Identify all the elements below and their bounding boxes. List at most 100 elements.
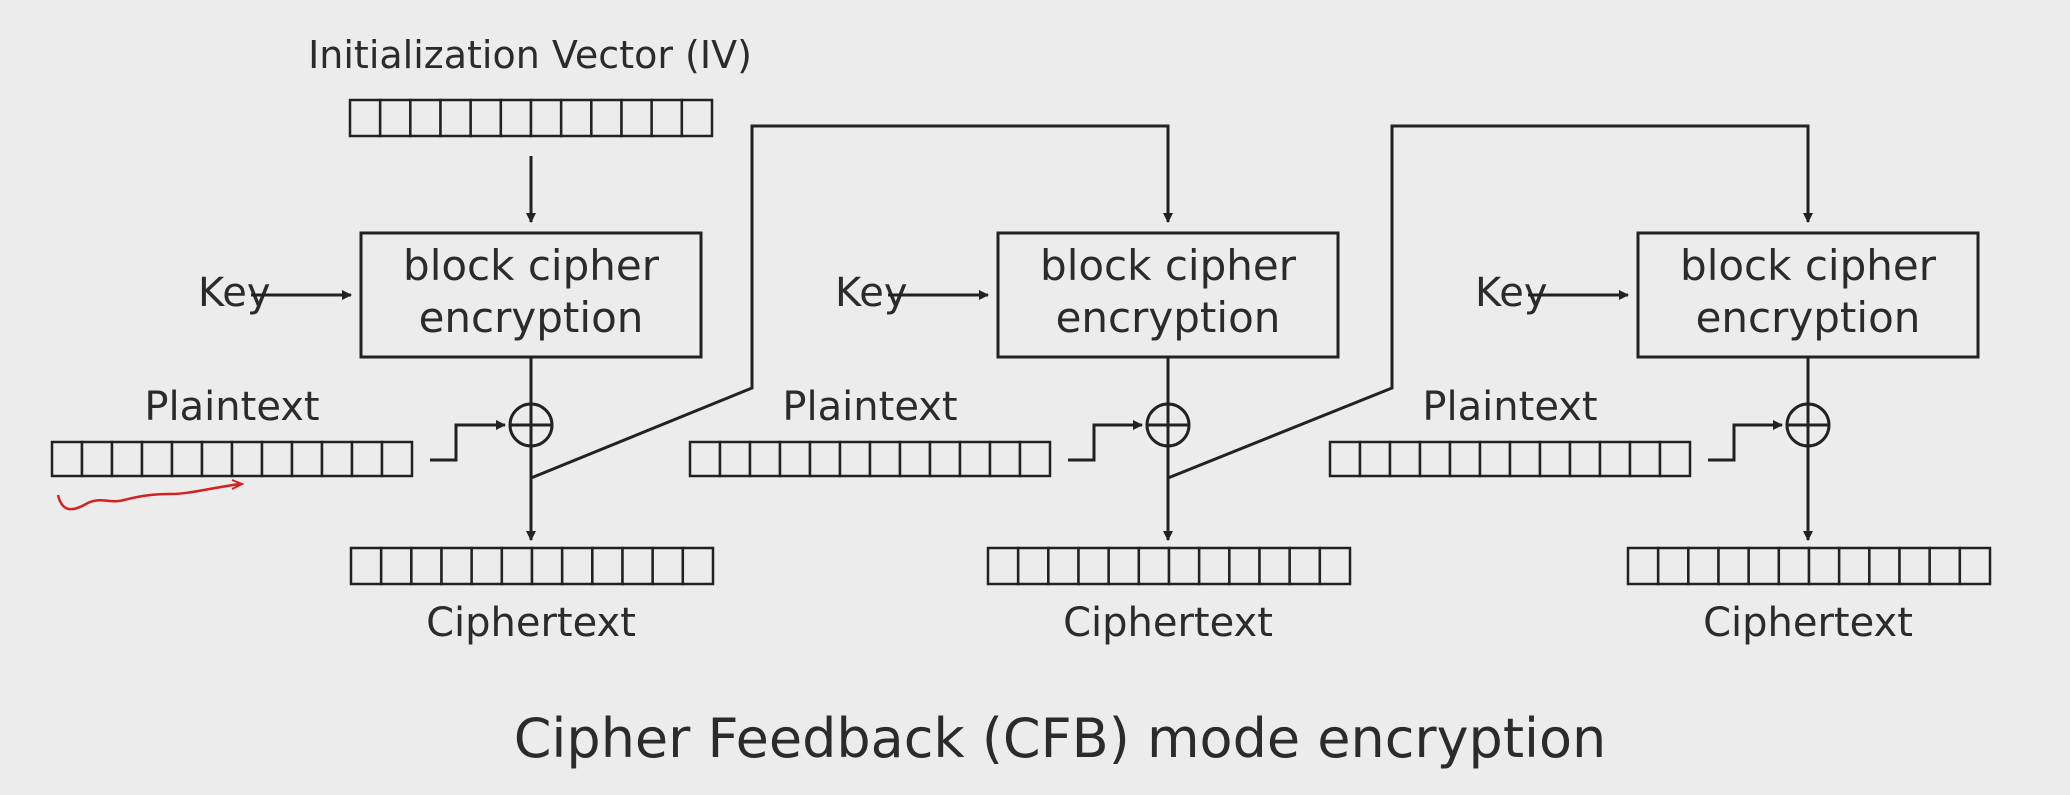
block-cell: [988, 440, 1022, 478]
plaintext-to-xor-arrow: [1708, 420, 1783, 462]
block-cell: [1328, 440, 1362, 478]
block-cell: [560, 546, 594, 586]
block-cell: [620, 98, 653, 138]
block-cell: [1016, 546, 1050, 586]
block-cell: [986, 546, 1020, 586]
block-cell: [778, 440, 812, 478]
block-cell: [380, 440, 414, 478]
block-cell: [170, 440, 204, 478]
block-cell: [348, 98, 382, 138]
block-cell: [1717, 546, 1750, 586]
block-cell: [80, 440, 114, 478]
block-cell: [1628, 440, 1662, 478]
block-cell: [140, 440, 174, 478]
block-cell: [440, 546, 473, 586]
key-label: Key: [835, 270, 908, 316]
block-cell: [1568, 440, 1602, 478]
block-cell: [290, 440, 324, 478]
block-cell: [1077, 546, 1110, 586]
block-cipher-box: [996, 231, 1340, 359]
plaintext-block: [1328, 440, 1692, 478]
block-cell: [958, 440, 992, 478]
block-cell: [50, 440, 84, 478]
block-cell: [651, 546, 685, 586]
block-cell: [1018, 440, 1052, 478]
block-cell: [470, 546, 504, 586]
block-cell: [1658, 440, 1692, 478]
block-cell: [1137, 546, 1171, 586]
ciphertext-label: Ciphertext: [1063, 600, 1273, 646]
block-cell: [1107, 546, 1141, 586]
handwritten-annotation-tick: [231, 479, 245, 490]
block-cell: [808, 440, 842, 478]
block-cell: [1958, 546, 1992, 586]
block-cell: [1538, 440, 1572, 478]
block-cell: [350, 440, 384, 478]
block-cell: [378, 98, 412, 138]
block-cell: [1687, 546, 1720, 586]
block-cipher-box: [1636, 231, 1980, 359]
block-cell: [409, 98, 442, 138]
block-cell: [1197, 546, 1231, 586]
block-cell: [379, 546, 413, 586]
ciphertext-block: [1626, 546, 1992, 586]
stage-2: Key block cipherencryptionPlaintextCipher…: [688, 231, 1352, 646]
block-cell: [1478, 440, 1512, 478]
block-cell: [1388, 440, 1422, 478]
block-cell: [1747, 546, 1781, 586]
key-label: Key: [198, 270, 271, 316]
block-cell: [650, 98, 684, 138]
block-cell: [1777, 546, 1811, 586]
block-cell: [868, 440, 902, 478]
plaintext-label: Plaintext: [144, 384, 319, 430]
block-cell: [559, 98, 593, 138]
xor-circle-plus-icon: [1785, 402, 1831, 448]
block-cell: [681, 546, 715, 586]
block-cell: [1598, 440, 1632, 478]
cipher-label-line2: encryption: [1056, 293, 1281, 342]
diagram-caption: Cipher Feedback (CFB) mode encryption: [514, 707, 1607, 770]
block-cell: [1318, 546, 1352, 586]
block-cell: [529, 98, 563, 138]
xor-circle-plus-icon: [1145, 402, 1191, 448]
feedback-line-2: [1167, 124, 1813, 480]
ciphertext-block: [986, 546, 1352, 586]
block-cell: [688, 440, 722, 478]
block-cell: [1448, 440, 1482, 478]
plaintext-label: Plaintext: [1422, 384, 1597, 430]
block-cell: [1288, 546, 1322, 586]
block-cell: [621, 546, 654, 586]
block-cell: [469, 98, 503, 138]
block-cell: [1928, 546, 1962, 586]
block-cell: [1626, 546, 1660, 586]
block-cell: [439, 98, 472, 138]
cipher-label-line2: encryption: [419, 293, 644, 342]
cipher-label-line1: block cipher: [1040, 241, 1297, 290]
block-cell: [530, 546, 564, 586]
feedback-line-1: [530, 124, 1173, 480]
key-label: Key: [1475, 270, 1548, 316]
cipher-label-line1: block cipher: [403, 241, 660, 290]
block-cell: [500, 546, 534, 586]
block-cell: [410, 546, 443, 586]
block-cell: [320, 440, 354, 478]
ciphertext-label: Ciphertext: [1703, 600, 1913, 646]
plaintext-label: Plaintext: [782, 384, 957, 430]
block-cell: [1047, 546, 1080, 586]
block-cell: [838, 440, 872, 478]
block-cell: [718, 440, 752, 478]
block-cell: [928, 440, 962, 478]
plaintext-to-xor-arrow: [430, 420, 506, 462]
block-cipher-box: [359, 231, 703, 359]
handwritten-annotation: [56, 482, 241, 511]
block-cell: [1508, 440, 1542, 478]
block-cell: [591, 546, 624, 586]
block-cell: [1898, 546, 1931, 586]
block-cell: [1418, 440, 1452, 478]
block-cell: [680, 98, 714, 138]
iv-block: [348, 98, 714, 138]
block-cell: [1656, 546, 1690, 586]
